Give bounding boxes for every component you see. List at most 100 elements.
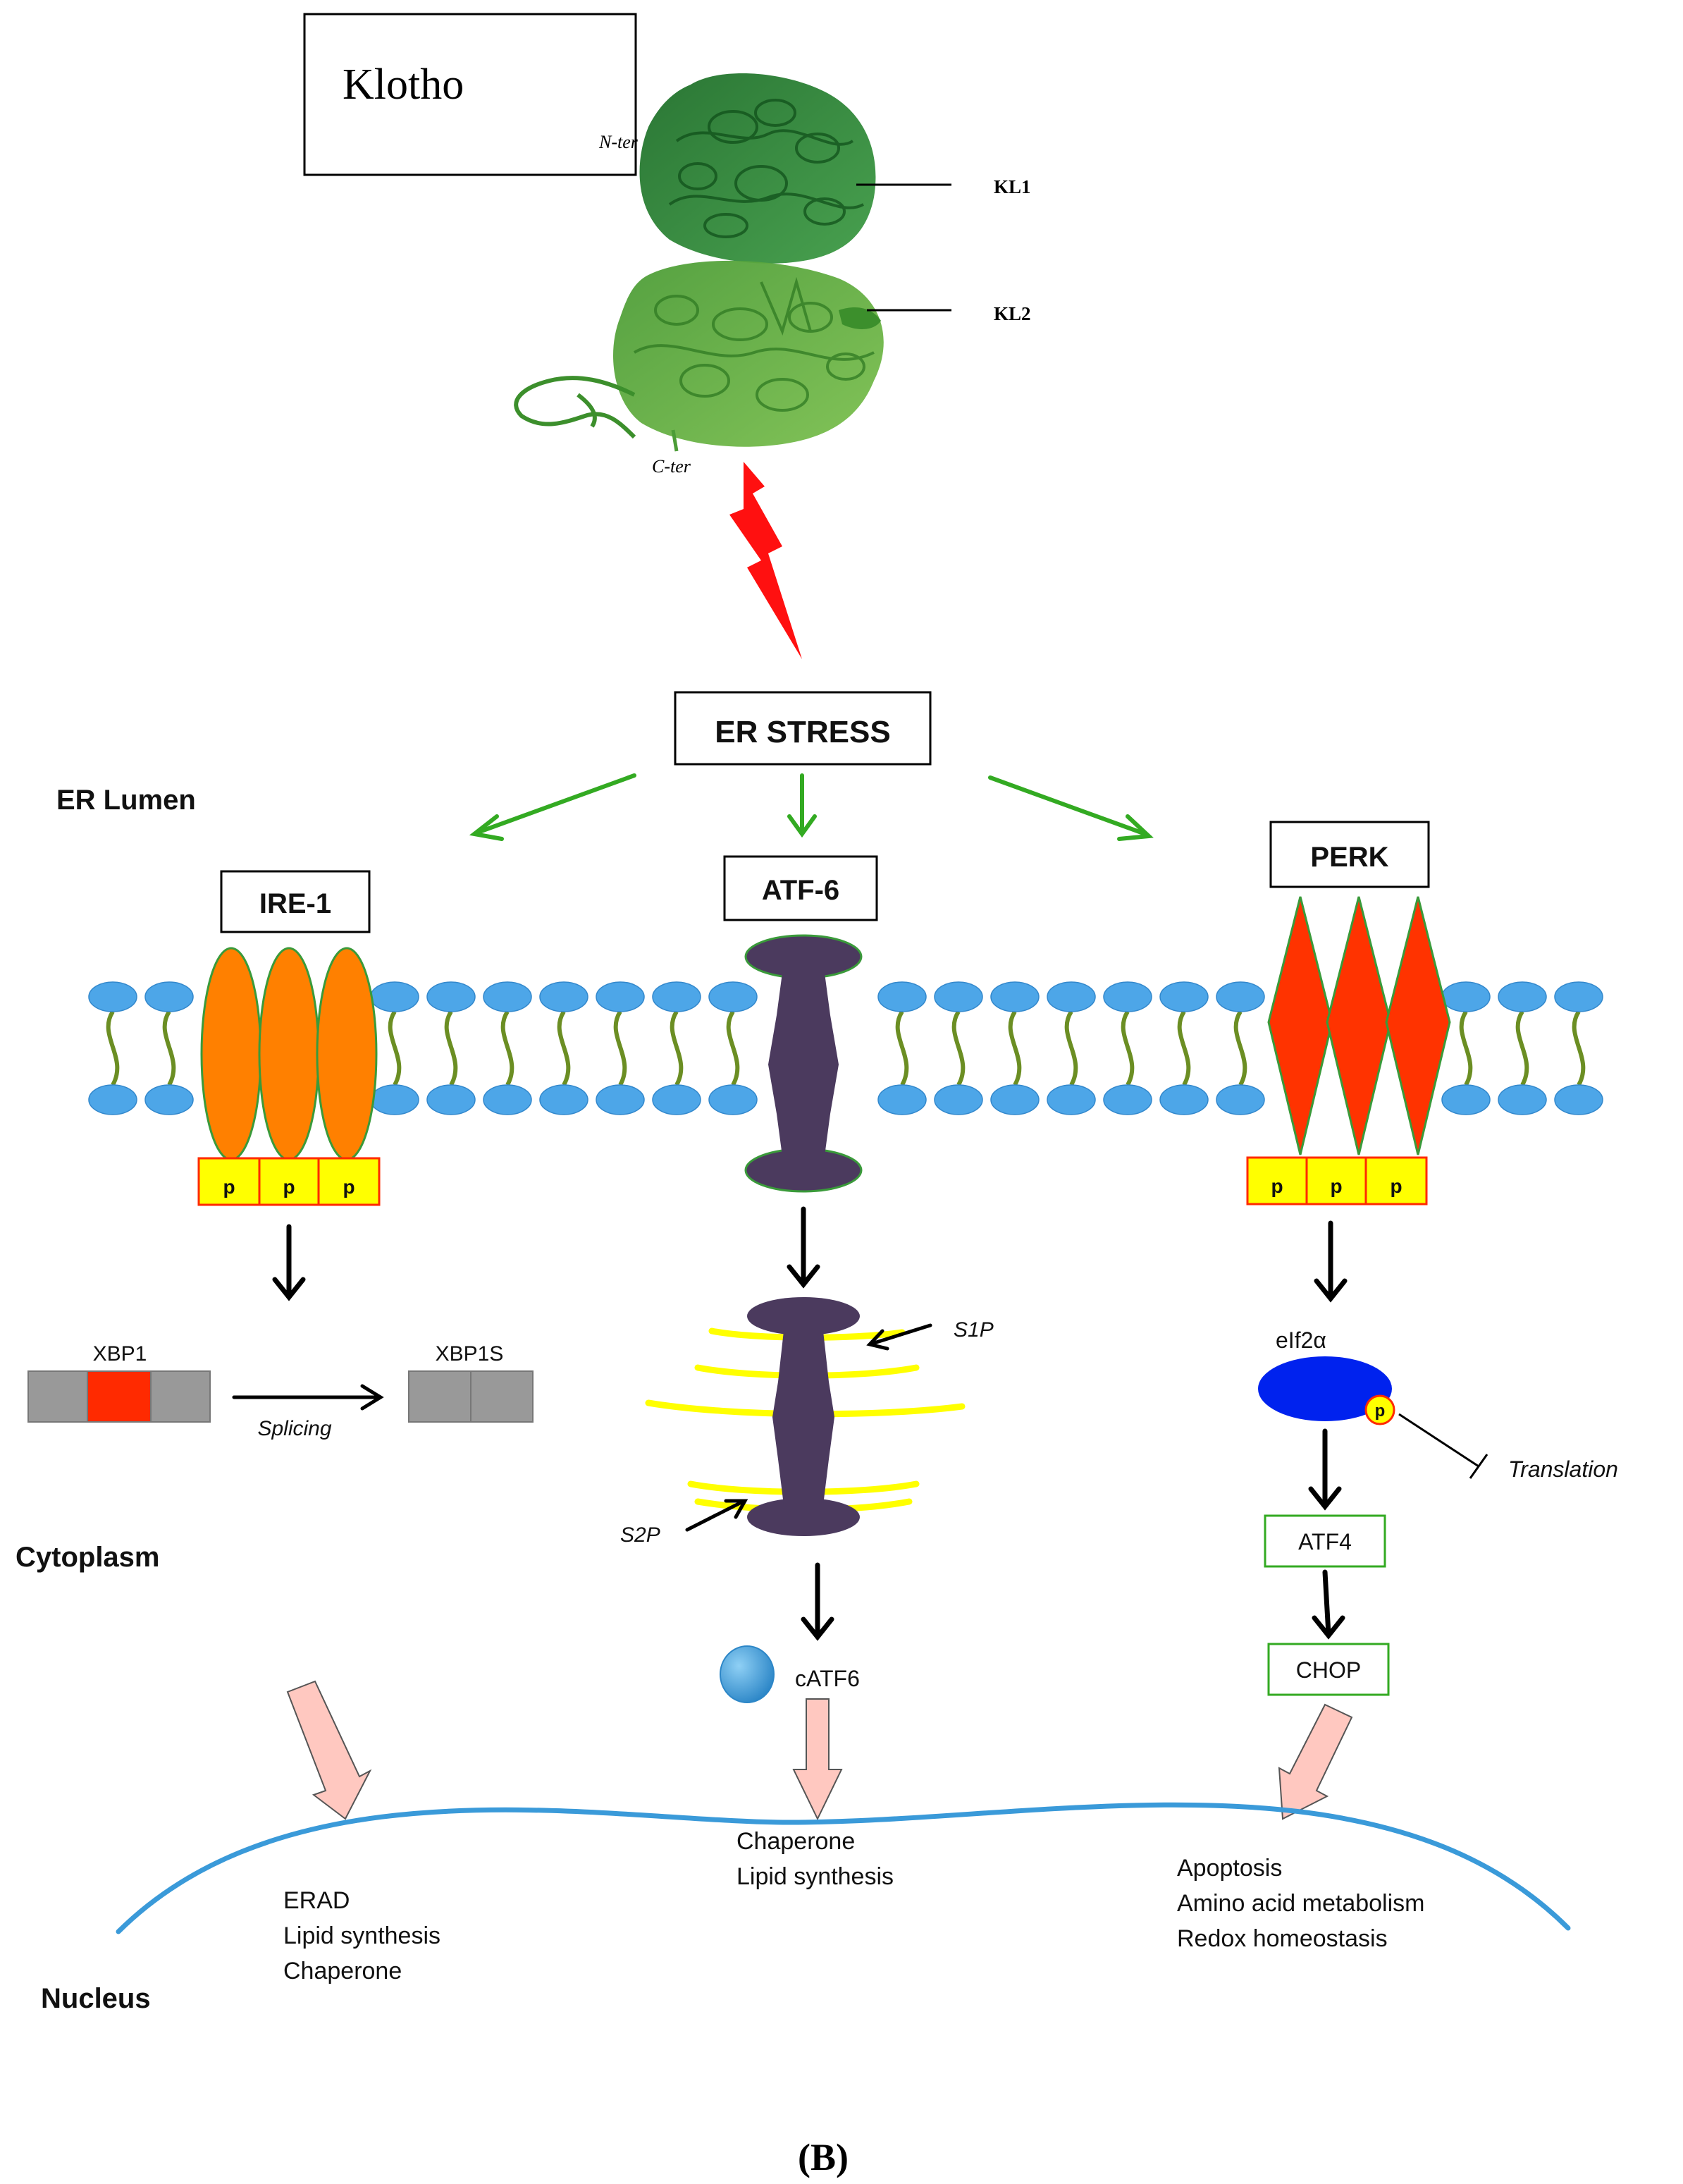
lipid-head (1554, 981, 1603, 1012)
eif2a-label: eIf2α (1276, 1327, 1326, 1353)
lipid-head (990, 981, 1040, 1012)
atf6-cleaved (747, 1297, 860, 1536)
lipid-head (708, 1084, 758, 1115)
svg-text:p: p (1390, 1175, 1402, 1197)
ire1-nucleus-arrow (286, 1680, 372, 1820)
svg-text:Lipid synthesis: Lipid synthesis (283, 1922, 440, 1949)
klotho-n-ter-label: N-ter (598, 132, 639, 152)
svg-text:p: p (223, 1176, 235, 1198)
lipid-head (144, 1084, 194, 1115)
perk-nucleus-arrow (1278, 1703, 1353, 1820)
catf6-label: cATF6 (795, 1666, 860, 1691)
lipid-tail (1177, 1010, 1191, 1086)
ire1-label: IRE-1 (259, 888, 331, 919)
perk-down-arrow (1314, 1220, 1348, 1303)
lipid-head (1498, 981, 1547, 1012)
lipid-head (426, 1084, 476, 1115)
lipid-head (483, 1084, 532, 1115)
nuclear-envelope (116, 1802, 1571, 1934)
atf6-label-box (723, 855, 878, 921)
eif2a-phospho-label: p (1375, 1401, 1386, 1421)
ire1-label-box (220, 870, 371, 933)
lipid-head (370, 1084, 419, 1115)
xbp1s-gene (408, 1370, 534, 1423)
panel-label: (B) (798, 2136, 849, 2178)
lipid-head (1441, 981, 1491, 1012)
klotho-title-box (303, 13, 637, 176)
klotho-title: Klotho (343, 61, 464, 109)
klotho-panel: Klotho (303, 13, 1031, 477)
svg-text:ERAD: ERAD (283, 1887, 350, 1914)
eif2a-phospho-icon (1364, 1394, 1395, 1425)
splicing-label: Splicing (257, 1417, 331, 1440)
perk-receptor (1267, 896, 1451, 1155)
splicing-arrow (232, 1384, 384, 1411)
lipid-tail (726, 1010, 740, 1086)
atf4-label: ATF4 (1298, 1529, 1352, 1554)
lipid-tail (106, 1010, 120, 1086)
svg-text:p: p (343, 1176, 355, 1198)
perk-label-box (1269, 821, 1430, 888)
lipid-tail (388, 1010, 402, 1086)
lipid-tail (1008, 1010, 1022, 1086)
atf6-down-arrow (787, 1206, 820, 1289)
er-membrane (88, 981, 1603, 1115)
catf6-icon (720, 1645, 775, 1703)
klotho-structure-image (514, 73, 884, 452)
svg-text:Lipid synthesis: Lipid synthesis (736, 1863, 894, 1890)
lipid-head (652, 981, 701, 1012)
atf6-receptor (744, 934, 863, 1193)
er-lumen-label: ER Lumen (56, 785, 196, 816)
lipid-head (1216, 981, 1265, 1012)
lipid-head (990, 1084, 1040, 1115)
lipid-head (1047, 1084, 1096, 1115)
s2p-label: S2P (620, 1523, 660, 1547)
lipid-head (88, 981, 137, 1012)
perk-nucleus-outputs: Apoptosis Amino acid metabolism Redox ho… (1177, 1855, 1424, 1952)
lipid-head (708, 981, 758, 1012)
xbp1-label: XBP1 (93, 1342, 147, 1366)
xbp1s-label: XBP1S (436, 1342, 504, 1366)
s2p-arrow (685, 1499, 748, 1532)
ire1-nucleus-outputs: ERAD Lipid synthesis Chaperone (283, 1887, 440, 1984)
perk-phospho-boxes: p p p (1246, 1156, 1428, 1206)
ire1-receptor (200, 947, 378, 1161)
lipid-tail (500, 1010, 514, 1086)
atf6-nucleus-outputs: Chaperone Lipid synthesis (736, 1828, 894, 1890)
eif2a-down-arrow (1308, 1428, 1342, 1511)
lipid-head (539, 981, 588, 1012)
lipid-head (596, 1084, 645, 1115)
lipid-head (934, 981, 983, 1012)
svg-text:Redox homeostasis: Redox homeostasis (1177, 1925, 1388, 1952)
lipid-head (1216, 1084, 1265, 1115)
lipid-head (1498, 1084, 1547, 1115)
chop-box (1267, 1643, 1390, 1696)
lipid-tail (1121, 1010, 1135, 1086)
xbp1-gene (27, 1370, 211, 1423)
lipid-head (1047, 981, 1096, 1012)
lipid-head (1103, 981, 1152, 1012)
chop-label: CHOP (1296, 1657, 1361, 1683)
svg-text:p: p (1271, 1175, 1283, 1197)
lipid-head (1441, 1084, 1491, 1115)
svg-text:Apoptosis: Apoptosis (1177, 1855, 1282, 1882)
lipid-head (483, 981, 532, 1012)
perk-label: PERK (1310, 842, 1388, 873)
lipid-tail (557, 1010, 571, 1086)
perk-pathway: PERK p p p eIf2α p Translation (1246, 821, 1618, 1820)
lipid-head (934, 1084, 983, 1115)
lipid-head (539, 1084, 588, 1115)
lipid-tail (613, 1010, 627, 1086)
lipid-head (877, 981, 927, 1012)
klotho-c-ter-label: C-ter (652, 456, 691, 477)
lipid-head (426, 981, 476, 1012)
atf4-box (1264, 1514, 1386, 1568)
lipid-head (652, 1084, 701, 1115)
translation-inhibition (1398, 1413, 1488, 1479)
svg-text:p: p (283, 1176, 295, 1198)
ire1-pathway: IRE-1 p p p XBP1 Splici (27, 870, 534, 1820)
lipid-head (877, 1084, 927, 1115)
er-stress-box (674, 691, 932, 766)
svg-text:p: p (1330, 1175, 1342, 1197)
lipid-tail (1233, 1010, 1247, 1086)
